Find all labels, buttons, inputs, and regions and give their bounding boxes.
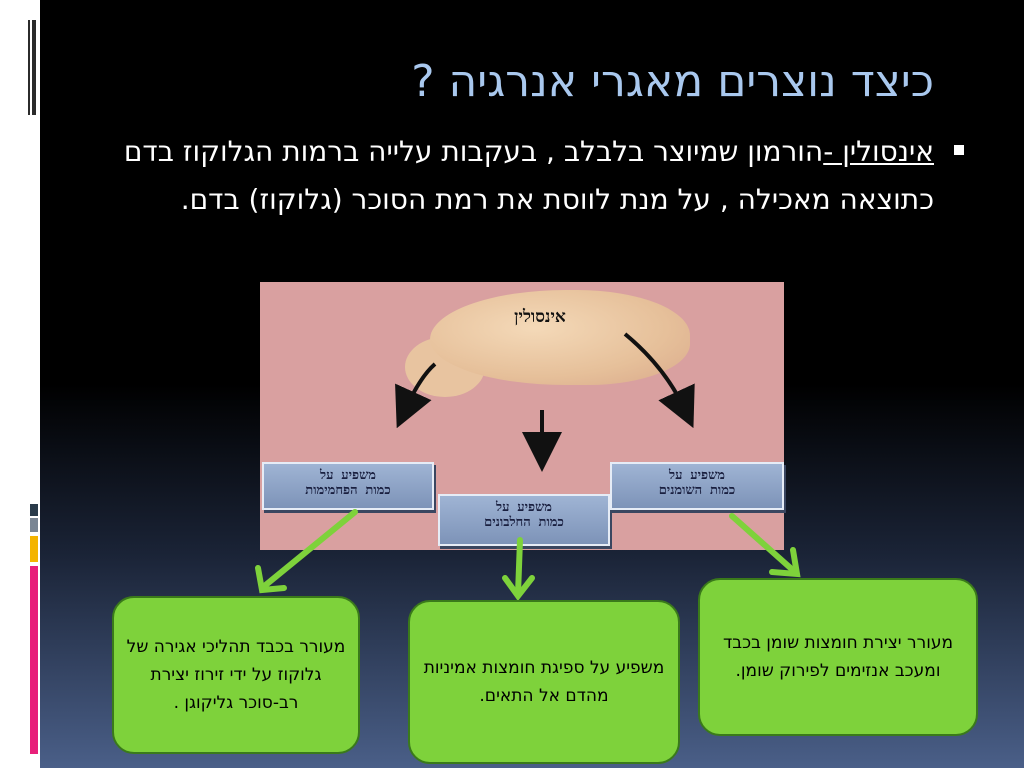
bullet-body: הורמון שמיוצר בלבלב , בעקבות עלייה ברמות… (123, 135, 934, 216)
arrow-right (623, 332, 695, 429)
green-arrow-center-head (502, 575, 535, 602)
effect-box-proteins: משפיע על ספיגת חומצות אמיניות מהדם אל הת… (408, 600, 680, 764)
green-arrow-left (259, 509, 358, 591)
slide-title: כיצד נוצרים מאגרי אנרגיה ? (411, 56, 934, 107)
effect-box-fats: מעורר יצירת חומצות שומן בכבד ומעכב אנזימ… (698, 578, 978, 736)
sidebar-stripe (28, 20, 36, 115)
left-sidebar (0, 0, 40, 768)
sidebar-accent-pink (30, 566, 38, 754)
diagram-arrows (395, 332, 695, 472)
sidebar-accent-orange (30, 536, 38, 562)
green-arrow-left-head (255, 565, 287, 594)
effect-box-carbohydrates: מעורר בכבד תהליכי אגירה של גלוקוז על ידי… (112, 596, 360, 754)
pancreas-label: אינסולין (514, 307, 566, 327)
green-arrow-right (729, 513, 798, 575)
pancreas-image (430, 290, 690, 385)
box-fats: משפיע על כמות השומנים (610, 462, 784, 510)
bullet-text: אינסולין -הורמון שמיוצר בלבלב , בעקבות ע… (104, 128, 934, 224)
pancreas-diagram: אינסולין משפיע על כמות הפחמימות משפיע על… (260, 282, 784, 550)
sidebar-accent-dark (30, 504, 38, 516)
sidebar-accent-gray (30, 518, 38, 532)
box-proteins: משפיע על כמות החלבונים (438, 494, 610, 546)
green-arrow-right-head (769, 547, 801, 578)
bullet-marker (954, 145, 964, 155)
sidebar-stripe (30, 20, 32, 115)
box-carbohydrates: משפיע על כמות הפחמימות (262, 462, 434, 510)
arrow-left (395, 362, 437, 429)
insulin-term: אינסולין - (823, 135, 934, 168)
green-arrow-center (515, 537, 523, 597)
